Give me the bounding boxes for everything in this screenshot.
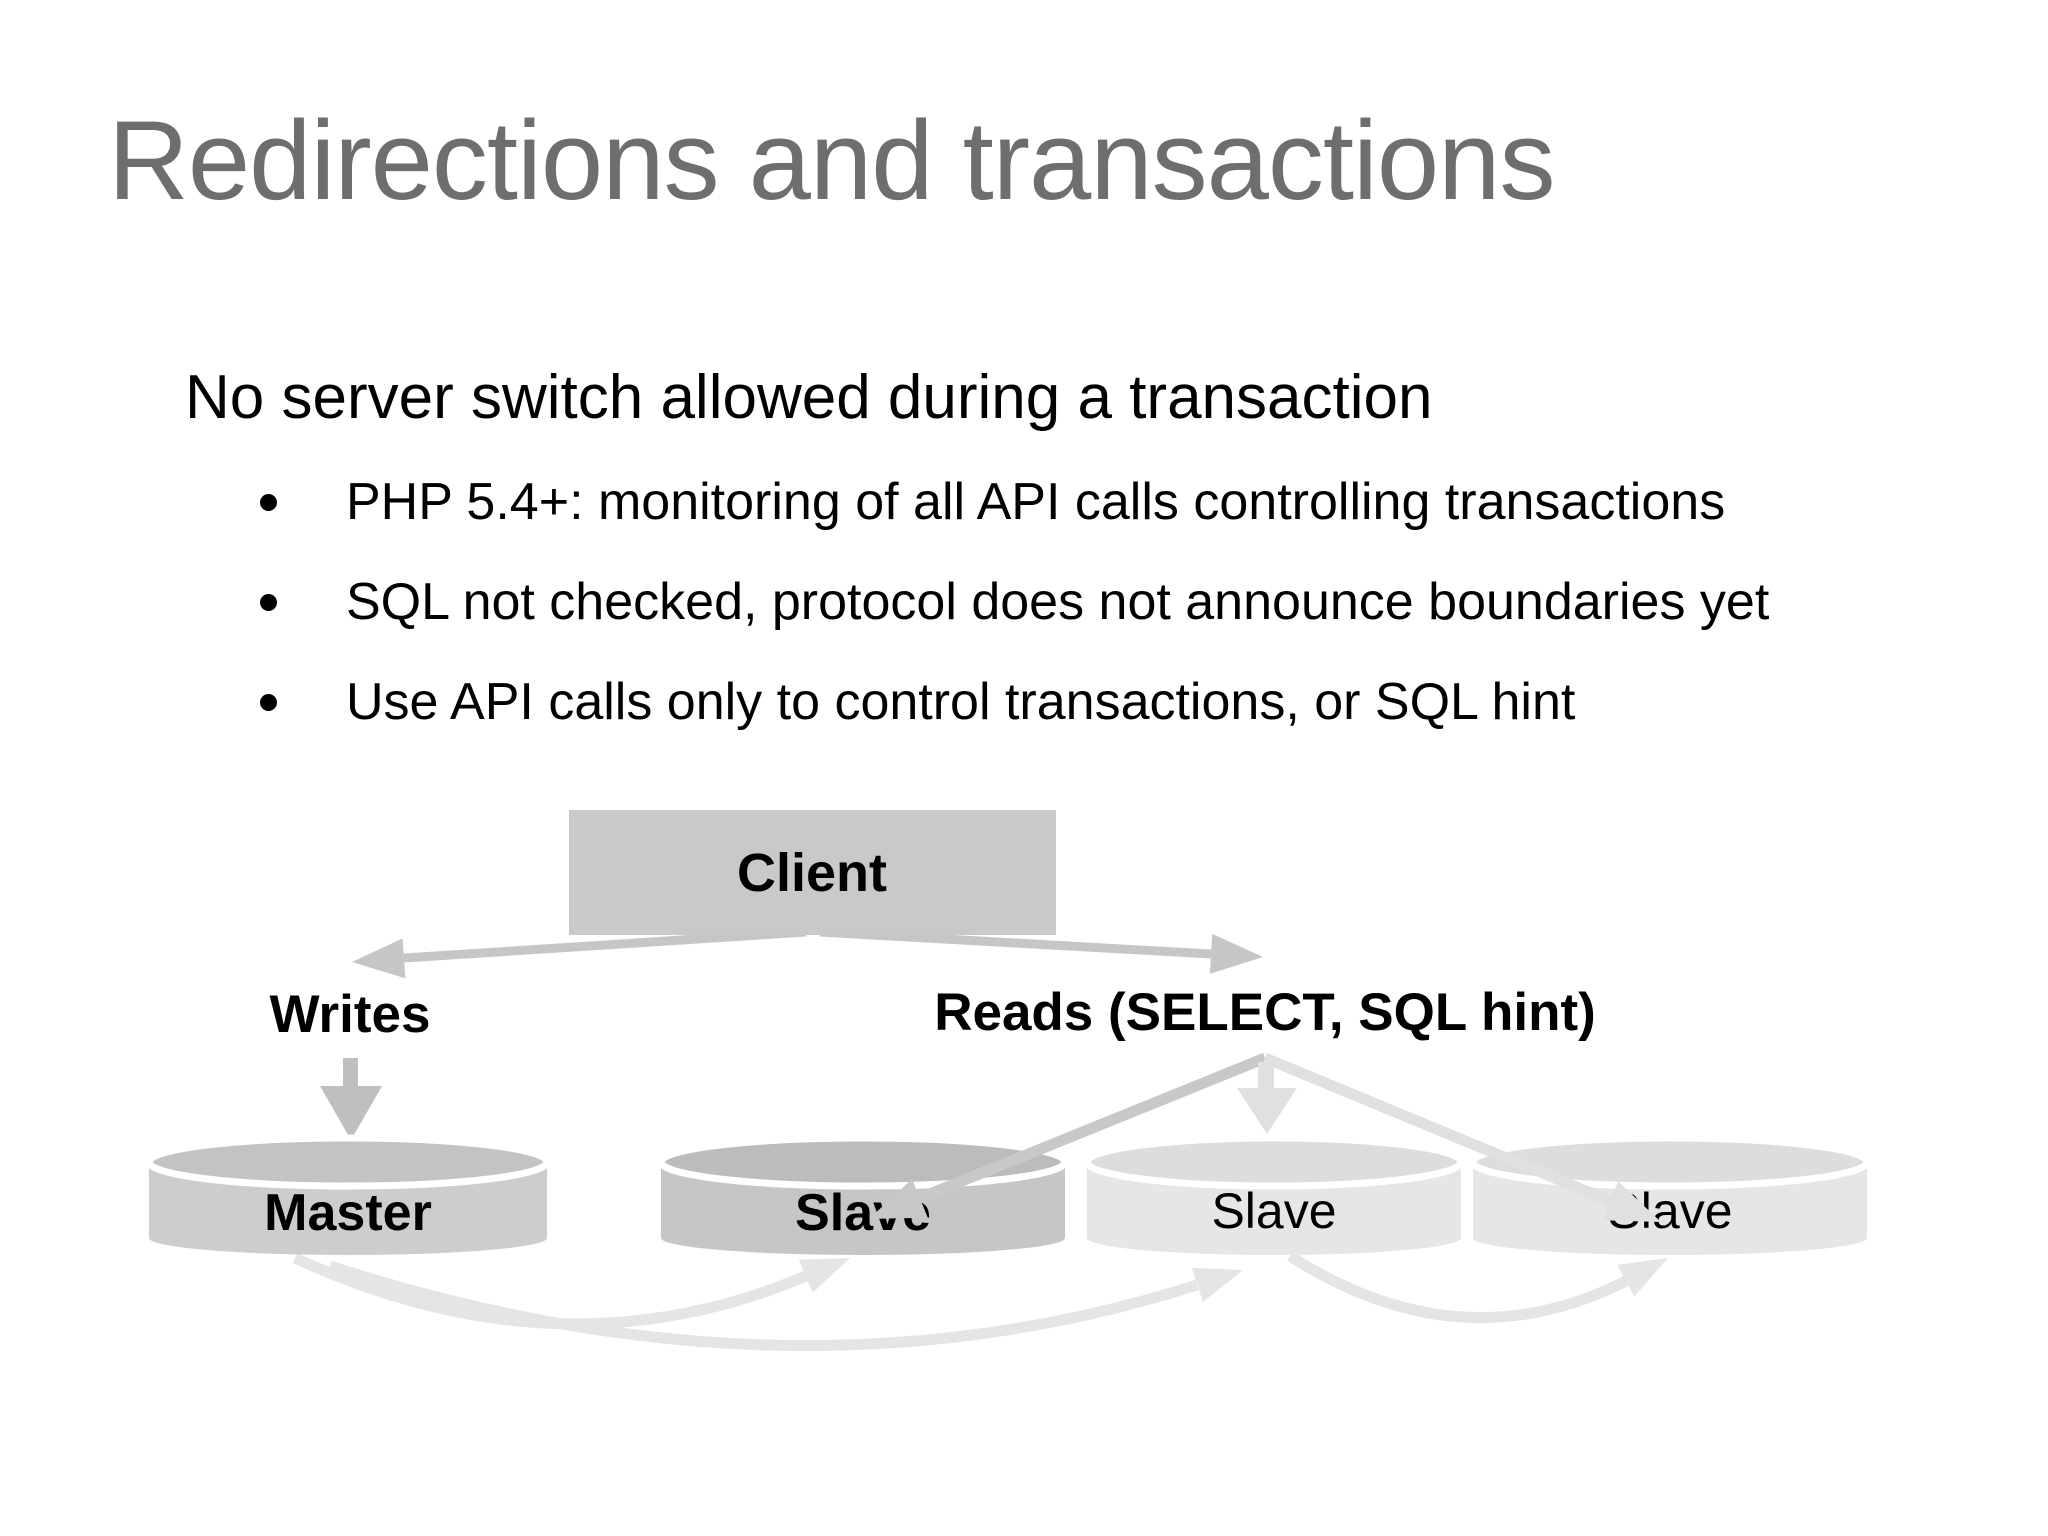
arrowhead bbox=[1191, 1267, 1243, 1303]
slave1-cylinder: Slave bbox=[657, 1134, 1069, 1255]
reads-label: Reads (SELECT, SQL hint) bbox=[934, 983, 1596, 1042]
bullet-item: SQL not checked, protocol does not annou… bbox=[260, 572, 1769, 632]
slide-title: Redirections and transactions bbox=[108, 98, 1555, 223]
bullet-text: PHP 5.4+: monitoring of all API calls co… bbox=[346, 473, 1726, 531]
client-writes-connector bbox=[352, 927, 807, 979]
replication-arrow-master-slave2 bbox=[328, 1260, 1243, 1352]
bullet-item: PHP 5.4+: monitoring of all API calls co… bbox=[260, 472, 1725, 532]
arrowhead bbox=[1237, 1088, 1297, 1134]
bullet-marker bbox=[260, 693, 277, 711]
slave2-label: Slave bbox=[1211, 1183, 1336, 1239]
slave2-cylinder-top bbox=[1083, 1134, 1465, 1190]
master-cylinder-top bbox=[145, 1134, 551, 1190]
reads-fan-middle-arrow bbox=[1237, 1062, 1297, 1134]
heading: No server switch allowed during a transa… bbox=[185, 363, 1433, 432]
client-box bbox=[569, 810, 1056, 935]
client-label: Client bbox=[737, 843, 887, 903]
reads-fan-right-arrow bbox=[1262, 1052, 1661, 1222]
arrowhead bbox=[1602, 1181, 1661, 1222]
arrowhead bbox=[798, 1258, 850, 1293]
client-reads-connector bbox=[819, 927, 1263, 974]
master-cylinder: Master bbox=[145, 1134, 551, 1255]
arrowhead bbox=[1617, 1258, 1668, 1297]
arrowhead bbox=[320, 1086, 382, 1140]
slave2-cylinder: Slave bbox=[1083, 1134, 1465, 1255]
writes-label: Writes bbox=[269, 985, 430, 1044]
bullet-text: SQL not checked, protocol does not annou… bbox=[346, 573, 1770, 631]
arrowhead bbox=[1209, 933, 1263, 974]
bullet-marker bbox=[260, 493, 277, 511]
slave1-cylinder-top bbox=[657, 1134, 1069, 1190]
bullet-item: Use API calls only to control transactio… bbox=[260, 672, 1575, 732]
arrowhead bbox=[869, 1178, 928, 1219]
bullet-marker bbox=[260, 593, 277, 611]
master-label: Master bbox=[264, 1184, 432, 1242]
bullet-text: Use API calls only to control transactio… bbox=[346, 673, 1576, 731]
replication-arrow-slave2-slave3 bbox=[1287, 1251, 1668, 1324]
slave3-cylinder-top bbox=[1469, 1134, 1871, 1190]
reads-fan-left-arrow bbox=[869, 1052, 1268, 1219]
slave3-cylinder: Slave bbox=[1469, 1134, 1871, 1255]
writes-to-master-arrow bbox=[320, 1058, 382, 1140]
replication-arrow-master-slave1 bbox=[292, 1253, 850, 1330]
arrowhead bbox=[352, 938, 406, 979]
